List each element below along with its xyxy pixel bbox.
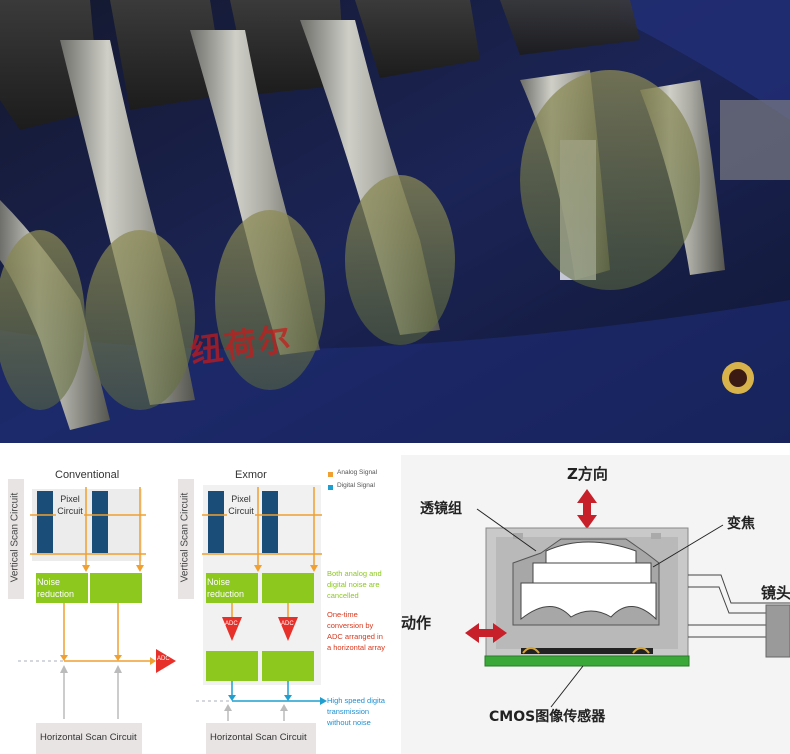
exmor-adc-right <box>278 617 298 641</box>
lens-group <box>512 538 660 626</box>
microscope-photo: 纽荷尔 <box>0 0 790 443</box>
legend-analog-label: Analog Signal <box>337 469 378 476</box>
camera-module-canvas <box>465 489 790 708</box>
conv-noise-reduction <box>36 573 88 603</box>
cmos-sensor-chip <box>521 648 653 654</box>
conv-adc-label: ADC <box>157 656 170 662</box>
exmor-horizontal-scan-label: Horizontal Scan Circuit <box>210 732 307 743</box>
motion-label: 动作 <box>401 614 432 632</box>
photo-canvas <box>0 0 790 443</box>
conv-vertical-scan-bar <box>8 479 24 599</box>
conv-title: Conventional <box>55 469 120 481</box>
legend-digital-label: Digital Signal <box>337 482 375 489</box>
conv-horizontal-scan-bar <box>36 723 142 754</box>
glue-residue <box>0 70 700 410</box>
exmor-pixel-label: Pixel Circuit <box>227 493 255 517</box>
separator <box>0 443 790 455</box>
conv-noise-label: Noise reduction <box>37 577 75 599</box>
conv-pixel-label: Pixel Circuit <box>56 493 84 517</box>
exmor-noise-label: Noise reduction <box>207 577 245 599</box>
lens-connector <box>765 604 790 658</box>
exmor-horizontal-scan-bar <box>206 723 316 754</box>
exmor-adc-left <box>222 617 242 641</box>
sensor-diagram-canvas <box>8 472 333 754</box>
conv-adc <box>156 649 176 673</box>
note-one-time: One-time conversion by ADC arranged in a… <box>327 610 385 652</box>
sensor-comparison-diagram: Conventional Vertical Scan Circuit Pixel… <box>0 455 393 754</box>
note-high-speed: High speed digita transmission without n… <box>327 696 385 727</box>
zoom-label: 变焦 <box>727 516 755 532</box>
exmor-adc-left-label: ADC <box>225 621 238 627</box>
legend-digital-swatch <box>328 485 333 490</box>
z-direction-arrow <box>577 489 597 529</box>
cmos-label: CMOS图像传感器 <box>489 709 606 725</box>
lens-label: 镜头 <box>761 584 790 602</box>
z-direction-label: Z方向 <box>567 465 608 483</box>
camera-module-diagram: Z方向 透镜组 变焦 动作 镜头 CMOS图像传感器 <box>401 455 790 754</box>
pcb-board <box>484 655 690 667</box>
lens-group-label: 透镜组 <box>420 501 462 517</box>
exmor-title: Exmor <box>235 469 267 481</box>
note-noise-cancel: Both analog and digital noise are cancel… <box>327 569 382 600</box>
legend-analog-swatch <box>328 472 333 477</box>
exmor-vertical-scan-label: Vertical Scan Circuit <box>179 492 191 583</box>
conv-horizontal-scan-label: Horizontal Scan Circuit <box>40 732 137 743</box>
motion-arrow <box>465 623 507 643</box>
exmor-noise-reduction <box>206 573 258 603</box>
conv-vertical-scan-label: Vertical Scan Circuit <box>9 492 21 583</box>
exmor-vertical-scan-bar <box>178 479 194 599</box>
exmor-adc-right-label: ADC <box>281 621 294 627</box>
